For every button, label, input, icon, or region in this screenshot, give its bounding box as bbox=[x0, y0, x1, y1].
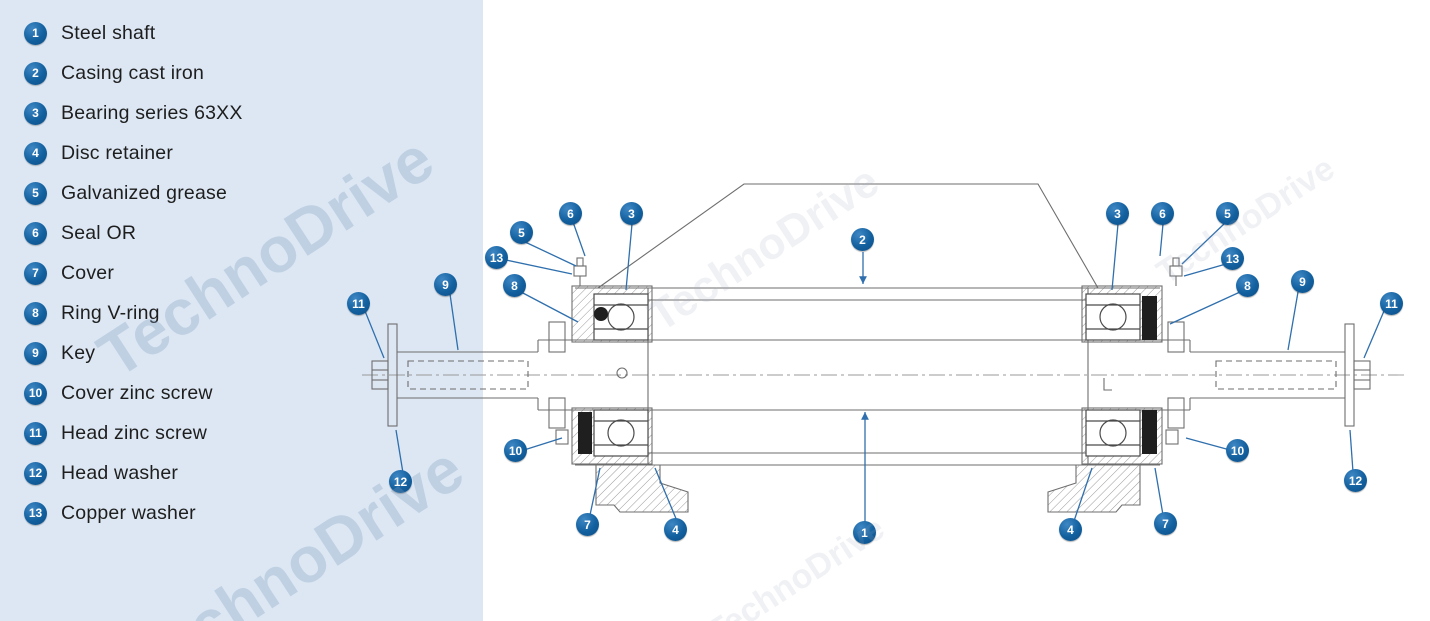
callout-badge-9-left: 9 bbox=[434, 273, 457, 296]
callout-badge-8-right: 8 bbox=[1236, 274, 1259, 297]
part-label: Copper washer bbox=[61, 501, 196, 524]
callout-badge-5-left: 5 bbox=[510, 221, 533, 244]
callout-badge-10-left: 10 bbox=[504, 439, 527, 462]
part-number-badge: 10 bbox=[24, 381, 47, 405]
legend-item: 4 Disc retainer bbox=[0, 133, 483, 173]
part-label: Bearing series 63XX bbox=[61, 101, 243, 124]
callout-badge-11-left: 11 bbox=[347, 292, 370, 315]
legend-item: 5 Galvanized grease bbox=[0, 173, 483, 213]
callout-badge-11-right: 11 bbox=[1380, 292, 1403, 315]
callout-badge-12-left: 12 bbox=[389, 470, 412, 493]
part-number-badge: 3 bbox=[24, 101, 47, 125]
part-label: Galvanized grease bbox=[61, 181, 227, 204]
legend-item: 7 Cover bbox=[0, 253, 483, 293]
legend-item: 8 Ring V-ring bbox=[0, 293, 483, 333]
legend-item: 2 Casing cast iron bbox=[0, 53, 483, 93]
part-label: Cover bbox=[61, 261, 115, 284]
parts-legend-panel: 1 Steel shaft 2 Casing cast iron 3 Beari… bbox=[0, 0, 483, 621]
callout-badge-6-right: 6 bbox=[1151, 202, 1174, 225]
legend-item: 1 Steel shaft bbox=[0, 13, 483, 53]
callout-badge-6-left: 6 bbox=[559, 202, 582, 225]
part-number-badge: 8 bbox=[24, 301, 47, 325]
legend-item: 11 Head zinc screw bbox=[0, 413, 483, 453]
part-label: Ring V-ring bbox=[61, 301, 160, 324]
part-number-badge: 13 bbox=[24, 501, 47, 525]
callout-badge-9-right: 9 bbox=[1291, 270, 1314, 293]
legend-item: 10 Cover zinc screw bbox=[0, 373, 483, 413]
legend-item: 9 Key bbox=[0, 333, 483, 373]
callout-badge-7-right: 7 bbox=[1154, 512, 1177, 535]
callout-badge-4-left: 4 bbox=[664, 518, 687, 541]
callout-badge-1: 1 bbox=[853, 521, 876, 544]
callout-badge-12-right: 12 bbox=[1344, 469, 1367, 492]
callout-badge-8-left: 8 bbox=[503, 274, 526, 297]
part-number-badge: 4 bbox=[24, 141, 47, 165]
legend-item: 6 Seal OR bbox=[0, 213, 483, 253]
part-label: Cover zinc screw bbox=[61, 381, 213, 404]
part-number-badge: 11 bbox=[24, 421, 47, 445]
part-number-badge: 2 bbox=[24, 61, 47, 85]
part-number-badge: 6 bbox=[24, 221, 47, 245]
part-number-badge: 5 bbox=[24, 181, 47, 205]
callout-badge-10-right: 10 bbox=[1226, 439, 1249, 462]
part-number-badge: 12 bbox=[24, 461, 47, 485]
callout-badge-5-right: 5 bbox=[1216, 202, 1239, 225]
part-label: Head washer bbox=[61, 461, 179, 484]
callout-badge-7-left: 7 bbox=[576, 513, 599, 536]
part-label: Seal OR bbox=[61, 221, 137, 244]
callout-badge-2: 2 bbox=[851, 228, 874, 251]
callout-badge-13-left: 13 bbox=[485, 246, 508, 269]
part-label: Head zinc screw bbox=[61, 421, 208, 444]
callout-badge-4-right: 4 bbox=[1059, 518, 1082, 541]
callout-badge-3-left: 3 bbox=[620, 202, 643, 225]
legend-item: 13 Copper washer bbox=[0, 493, 483, 533]
callout-badge-13-right: 13 bbox=[1221, 247, 1244, 270]
part-label: Steel shaft bbox=[61, 21, 156, 44]
part-number-badge: 7 bbox=[24, 261, 47, 285]
part-number-badge: 1 bbox=[24, 21, 47, 45]
part-label: Casing cast iron bbox=[61, 61, 205, 84]
callout-badge-3-right: 3 bbox=[1106, 202, 1129, 225]
part-label: Disc retainer bbox=[61, 141, 174, 164]
legend-item: 3 Bearing series 63XX bbox=[0, 93, 483, 133]
part-number-badge: 9 bbox=[24, 341, 47, 365]
part-label: Key bbox=[61, 341, 96, 364]
legend-item: 12 Head washer bbox=[0, 453, 483, 493]
